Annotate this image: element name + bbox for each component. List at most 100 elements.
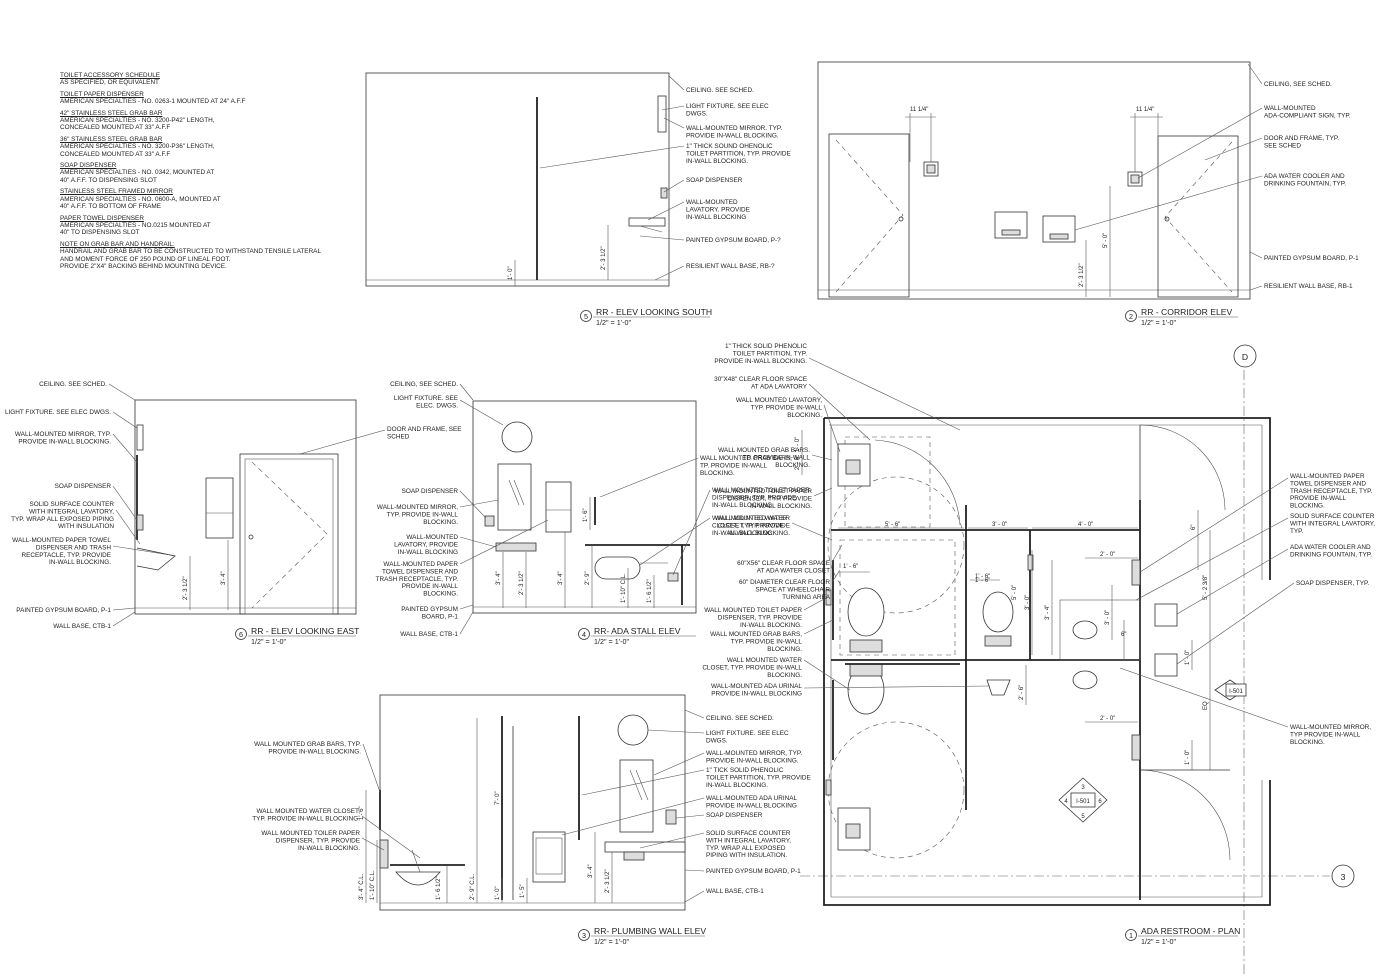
leader-line xyxy=(362,743,381,793)
grid-bubble-3 xyxy=(1331,864,1355,888)
note-line: WALL-MOUNTED MIRROR, TYP. xyxy=(15,431,111,438)
callout-note: WALL-MOUNTED MIRROR. TYP.PROVIDE IN-WALL… xyxy=(663,117,782,139)
callout-note: DOOR AND FRAME, TYP.SEE SCHED xyxy=(1204,135,1339,161)
leader-line xyxy=(661,105,685,111)
note-line: PROVIDE IN-WALL BLOCKING. xyxy=(18,438,111,445)
leader-line xyxy=(112,607,136,611)
callout-note: PAINTED GYPSUM BOARD, P-1 xyxy=(684,868,801,875)
plan-lav-sink xyxy=(1072,670,1098,690)
note-line: TOILET PARTITION, TYP. PROVIDE xyxy=(686,150,791,157)
note-line: BLOCKING. xyxy=(767,672,802,679)
corridor-dim: 2'- 3 1/2" xyxy=(1079,263,1085,287)
corridor-sign-icon xyxy=(926,164,936,174)
note-line: TYP PROVIDE IN-WALL xyxy=(1290,731,1361,738)
leader-line xyxy=(639,235,685,241)
note-line: PAINTED GYPSUM BOARD, P-1 xyxy=(1264,255,1359,262)
leader-line xyxy=(108,383,136,401)
plumb-dim: 3'- 4" C.L. xyxy=(359,873,365,900)
plumb-dim: 1'- 10" C.L. xyxy=(370,870,376,900)
plan-callout-num: 3 xyxy=(1081,785,1085,791)
schedule-item-name: STAINLESS STEEL FRAMED MIRROR xyxy=(60,188,173,196)
accessory-schedule: TOILET ACCESSORY SCHEDULE AS SPECIFIED, … xyxy=(60,72,360,274)
leader-line xyxy=(459,604,474,610)
schedule-subtitle: AS SPECIFIED, OR EQUIVALENT xyxy=(60,79,159,87)
ada-dim: 2'- 3 1/2" xyxy=(519,571,525,595)
callout-note: SOAP DISPENSER, TYP. xyxy=(1176,580,1369,665)
note-line: WALL-MOUNTED xyxy=(1264,105,1316,112)
corridor-sign-icon xyxy=(1130,174,1140,184)
corridor-view-bubble xyxy=(1125,310,1137,322)
note-line: WALL-MOUNTED xyxy=(686,199,738,206)
leader-line xyxy=(115,509,141,545)
schedule-item-line: AMERICAN SPECIALTIES - NO. 3200-P36" LEN… xyxy=(60,143,215,151)
elevation-corridor: 11 1/4" 11 1/4" 5' - 0" 2'- 3 1/2" CEILI… xyxy=(817,61,1359,327)
schedule-note: NOTE ON GRAB BAR AND HANDRAIL: HANDRAIL … xyxy=(60,241,360,271)
east-light-fixture xyxy=(136,424,144,451)
note-line: IN-WALL BLOCKING. xyxy=(686,158,748,165)
note-line: RESILIENT WALL BASE, RB-? xyxy=(686,263,775,270)
note-line: TYP. WRAP ALL EXPOSED xyxy=(706,845,786,852)
note-line: AT ADA WATER CLOSET xyxy=(757,567,830,574)
leader-line xyxy=(1137,107,1263,179)
south-view-bubble xyxy=(580,310,592,322)
schedule-item: PAPER TOWEL DISPENSER AMERICAN SPECIALTI… xyxy=(60,215,360,237)
note-line: DOOR AND FRAME, SEE xyxy=(387,426,462,433)
ada-right-notes: WALL MOUNTED GRAB BARS,TP. PROVIDE IN-WA… xyxy=(599,455,810,576)
note-line: TYP. WRAP ALL EXPOSED PIPING xyxy=(11,516,114,523)
corridor-notes: CEILING, SEE SCHED.WALL-MOUNTEDADA-COMPL… xyxy=(1074,63,1359,291)
note-line: IN-WALL BLOCKING. xyxy=(740,622,802,629)
plan-dim: 3' - 0" xyxy=(1105,610,1111,625)
note-line: IN-WALL BLOCKING. xyxy=(706,782,768,789)
note-line: WALL MOUNTED LAVATORY, xyxy=(736,397,822,404)
note-line: WALL-MOUNTED ADA URINAL xyxy=(711,683,802,690)
callout-note: SOAP DISPENSER xyxy=(675,812,763,819)
note-line: ADA WATER COOLER AND xyxy=(1264,173,1345,180)
note-line: TP. PROVIDE IN-WALL xyxy=(700,462,768,469)
plumb-soap-dispenser xyxy=(665,809,677,825)
leader-line xyxy=(668,75,685,91)
east-notes: CEILING. SEE SCHED.LIGHT FIXTURE. SEE EL… xyxy=(5,381,171,630)
note-line: WALL MOUNTED TOILER PAPER xyxy=(261,830,360,837)
note-line: BLOCKING. xyxy=(700,470,735,477)
schedule-item: 42" STAINLESS STEEL GRAB BAR AMERICAN SP… xyxy=(60,110,360,132)
south-view-scale: 1/2" = 1'-0" xyxy=(596,318,631,327)
plan-water-cooler xyxy=(1154,603,1178,627)
note-line: SEE SCHED xyxy=(1264,142,1301,149)
schedule-item-line: AMERICAN SPECIALTIES - NO. 3200-P42" LEN… xyxy=(60,117,215,125)
note-line: PAINTED GYPSUM xyxy=(401,606,458,613)
corridor-frame xyxy=(817,61,1251,300)
note-line: WALL-MOUNTED PAPER xyxy=(383,561,458,568)
plan-wall-outer xyxy=(823,418,1271,906)
plumb-dim: 1'- 6" xyxy=(359,806,365,820)
note-line: WALL-MOUNTED MIRROR. TYP. xyxy=(686,125,782,132)
plan-turning-circle xyxy=(827,721,965,859)
east-door-note: DOOR AND FRAME, SEE SCHED xyxy=(299,426,462,455)
note-line: TYP. PROVIDE IN-WALL xyxy=(751,404,823,411)
plan-dim: 1' - 6" xyxy=(975,574,990,580)
south-view-title: RR - ELEV LOOKING SOUTH xyxy=(596,307,712,317)
plan-tp-dispenser xyxy=(1027,554,1034,571)
corridor-view-title: RR - CORRIDOR ELEV xyxy=(1141,307,1232,317)
leader-line xyxy=(459,399,504,426)
note-line: BLOCKING. xyxy=(1290,503,1325,510)
east-frame xyxy=(134,399,357,615)
note-line: PROVIDE IN-WALL BLOCKING. xyxy=(706,757,799,764)
callout-note: WALL-MOUNTED MIRROR, TYP.PROVIDE IN-WALL… xyxy=(15,431,138,463)
plumb-view-title: RR- PLUMBING WALL ELEV xyxy=(594,926,706,936)
leader-line xyxy=(803,597,827,611)
east-dim: 3'- 4" xyxy=(221,571,227,585)
note-line: CLOSET, TYP. PROVIDE xyxy=(712,522,784,529)
east-counter xyxy=(136,547,176,571)
note-line: WALL-MOUNTED ADA URINAL xyxy=(706,795,797,802)
plan-view-title: ADA RESTROOM - PLAN xyxy=(1141,926,1240,936)
note-line: CEILING, SEE SCHED. xyxy=(390,381,458,388)
plan-dim: 5' - 6" xyxy=(885,522,900,528)
plan-callout-num: 5 xyxy=(1081,814,1085,820)
note-line: AT ADA LAVATORY xyxy=(751,383,808,390)
note-line: WALL MOUNTED TOILET PAPER xyxy=(712,487,810,494)
note-line: WALL MOUNTED WATER xyxy=(727,657,803,664)
